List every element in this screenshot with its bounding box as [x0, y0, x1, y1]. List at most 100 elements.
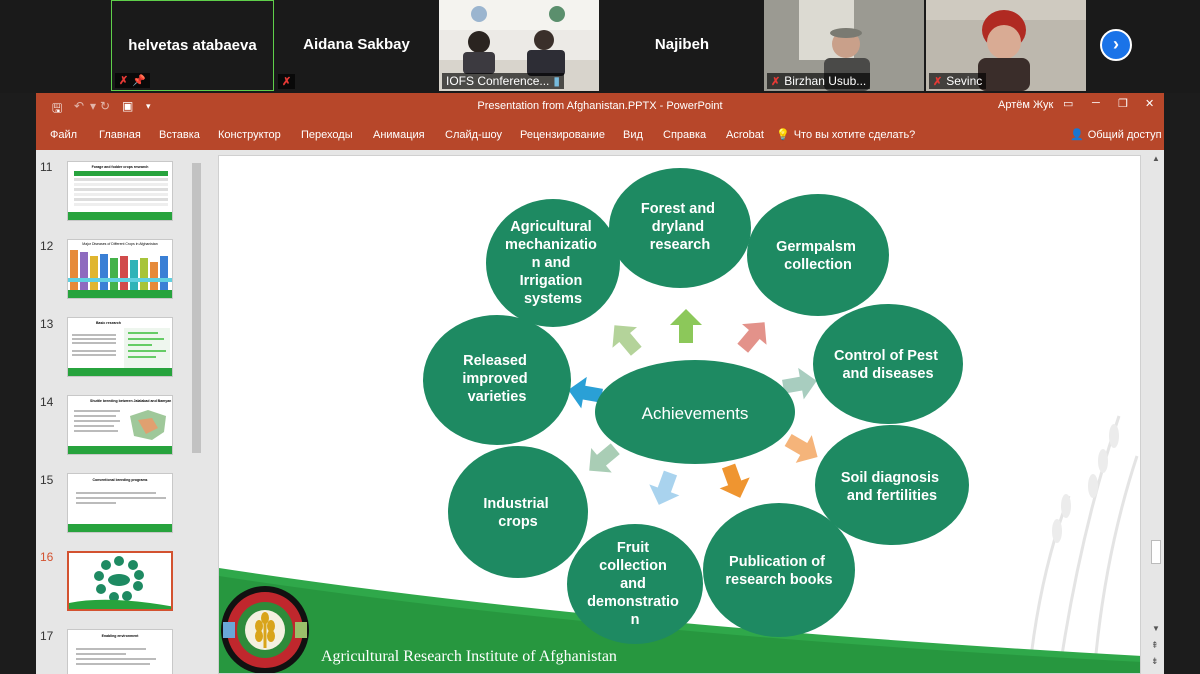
arrow-up-left-icon — [612, 325, 642, 356]
thumbnail-footer — [68, 212, 172, 220]
share-button[interactable]: 👤 Общий доступ — [1070, 128, 1162, 142]
account-name[interactable]: Артём Жук — [998, 99, 1054, 111]
muted-mic-icon: ✗ — [282, 76, 292, 88]
tab-acrobat[interactable]: Acrobat — [726, 129, 764, 141]
title-bar: 🖫 ↶ ▾ ↻ ▣ ▾ Presentation from Afghanista… — [36, 93, 1164, 120]
slide-thumbnail[interactable]: Enabling environment — [67, 629, 173, 674]
thumbnail-title: Forage and fodder crops research — [91, 165, 149, 169]
save-icon[interactable]: 🖫 — [52, 101, 63, 115]
bubble-soil-text: Soil diagnosis and fertilities — [841, 470, 943, 504]
participant-tile[interactable]: ✗ Sevinc — [926, 0, 1086, 91]
slide-scrollbar[interactable]: ▲ ▼ ⇞ ⇟ — [1148, 150, 1164, 674]
previous-slide-icon[interactable]: ⇞ — [1151, 640, 1159, 650]
undo-icon[interactable]: ↶ — [74, 99, 85, 113]
slide-number: 14 — [40, 395, 54, 409]
share-label: Общий доступ — [1087, 128, 1162, 141]
lightbulb-icon: 💡 — [776, 129, 790, 141]
arrow-down-left-icon — [649, 470, 680, 505]
participant-video — [764, 0, 924, 91]
muted-mic-icon: ✗ — [933, 75, 943, 88]
slide-number: 13 — [40, 317, 54, 331]
restore-button[interactable]: ❐ — [1118, 98, 1128, 110]
signal-icon: ▮ — [553, 74, 560, 88]
wheat-decoration — [1027, 415, 1139, 673]
slide-thumbnail[interactable]: Conventional breeding programs — [67, 473, 173, 533]
text-preview — [76, 492, 166, 504]
tab-slideshow[interactable]: Слайд-шоу — [445, 129, 503, 141]
participant-tile[interactable]: IOFS Conference... ▮ — [439, 0, 599, 91]
center-label: Achievements — [642, 404, 749, 423]
bubble-industrial — [448, 446, 588, 578]
tab-transitions[interactable]: Переходы — [301, 129, 353, 141]
arrow-left-down-icon — [589, 443, 620, 473]
slide-thumbnail-selected[interactable] — [67, 551, 173, 611]
arrow-down-icon — [719, 463, 750, 498]
table-preview — [74, 171, 168, 206]
tell-me-text: Что вы хотите сделать? — [793, 128, 916, 141]
document-title: Presentation from Afghanistan.PPTX - Pow… — [477, 100, 723, 112]
participant-status: ✗ Sevinc — [929, 73, 987, 89]
arrow-up-icon — [670, 309, 702, 343]
thumbnail-title: Conventional breeding programs — [92, 478, 148, 482]
participant-tile[interactable]: Najibeh — [601, 0, 763, 91]
minimize-button[interactable]: ─ — [1092, 97, 1100, 109]
scroll-down-icon[interactable]: ▼ — [1152, 624, 1160, 633]
tab-animations[interactable]: Анимация — [373, 129, 425, 141]
participant-tile[interactable]: Aidana Sakbay ✗ — [275, 0, 438, 91]
participant-status: IOFS Conference... ▮ — [442, 73, 564, 89]
arrow-right-icon — [782, 367, 817, 400]
content-preview — [72, 328, 170, 368]
participant-label: IOFS Conference... — [446, 74, 550, 88]
bubble-fruit — [567, 524, 703, 644]
scrollbar-thumb[interactable] — [192, 163, 201, 453]
muted-mic-icon: ✗ — [119, 75, 129, 87]
next-slide-icon[interactable]: ⇟ — [1151, 656, 1159, 666]
bubble-mechanization — [486, 199, 620, 327]
ribbon-tabs: Файл Главная Вставка Конструктор Переход… — [36, 120, 1164, 150]
start-slideshow-icon[interactable]: ▣ — [122, 99, 134, 113]
slide-thumbnail[interactable]: Shuttle breeding between Jalalabad and B… — [67, 395, 173, 455]
chart-preview — [68, 250, 172, 290]
slide-thumbnail[interactable]: Major Diseases of Different Crops in Afg… — [67, 239, 173, 299]
tab-help[interactable]: Справка — [663, 129, 707, 141]
undo-dropdown-icon[interactable]: ▾ — [90, 99, 97, 113]
participant-name: helvetas atabaeva — [128, 37, 257, 54]
achievements-diagram: Achievements Forest and dryland research… — [219, 168, 1140, 673]
chevron-right-icon: › — [1113, 34, 1119, 54]
tab-home[interactable]: Главная — [99, 129, 141, 141]
next-page-button[interactable]: › — [1100, 29, 1132, 61]
thumbnail-scrollbar[interactable] — [189, 153, 204, 674]
tab-design[interactable]: Конструктор — [218, 129, 281, 141]
close-button[interactable]: ✕ — [1145, 98, 1155, 110]
ribbon-display-icon[interactable]: ▭ — [1063, 98, 1074, 110]
tab-insert[interactable]: Вставка — [159, 129, 200, 141]
scrollbar-thumb[interactable] — [1151, 540, 1161, 564]
bubble-varieties-text: Released improved varieties — [462, 353, 531, 405]
thumbnail-title: Major Diseases of Different Crops in Afg… — [82, 242, 158, 246]
bubble-pest-text: Control of Pest and diseases — [834, 348, 942, 382]
thumbnail-title: Shuttle breeding between Jalalabad and B… — [90, 399, 172, 403]
participant-tile[interactable]: helvetas atabaeva ✗ 📌 — [111, 0, 274, 91]
slide-thumbnail[interactable]: Basic research — [67, 317, 173, 377]
thumbnail-footer — [68, 290, 172, 298]
bubble-pest — [813, 304, 963, 424]
arrow-left-icon — [568, 376, 603, 409]
thumbnail-title: Enabling environment — [101, 634, 139, 638]
tell-me-box[interactable]: 💡 Что вы хотите сделать? — [776, 128, 916, 142]
tab-review[interactable]: Рецензирование — [520, 129, 605, 141]
thumbnail-footer — [68, 446, 172, 454]
slide-number: 15 — [40, 473, 54, 487]
pin-icon: 📌 — [132, 75, 146, 87]
bubble-forest — [609, 168, 751, 288]
map-preview — [74, 410, 166, 440]
participant-tile[interactable]: ✗ Birzhan Usub... — [764, 0, 924, 91]
slide-canvas[interactable]: Achievements Forest and dryland research… — [218, 155, 1141, 674]
footer-wave-shade — [219, 576, 1140, 673]
customize-toolbar-icon[interactable]: ▾ — [146, 101, 151, 111]
tab-view[interactable]: Вид — [623, 129, 643, 141]
tab-file[interactable]: Файл — [50, 129, 78, 141]
slide-thumbnail[interactable]: Forage and fodder crops research — [67, 161, 173, 221]
redo-icon[interactable]: ↻ — [100, 99, 111, 113]
scroll-up-icon[interactable]: ▲ — [1152, 154, 1160, 163]
slide-number: 12 — [40, 239, 54, 253]
